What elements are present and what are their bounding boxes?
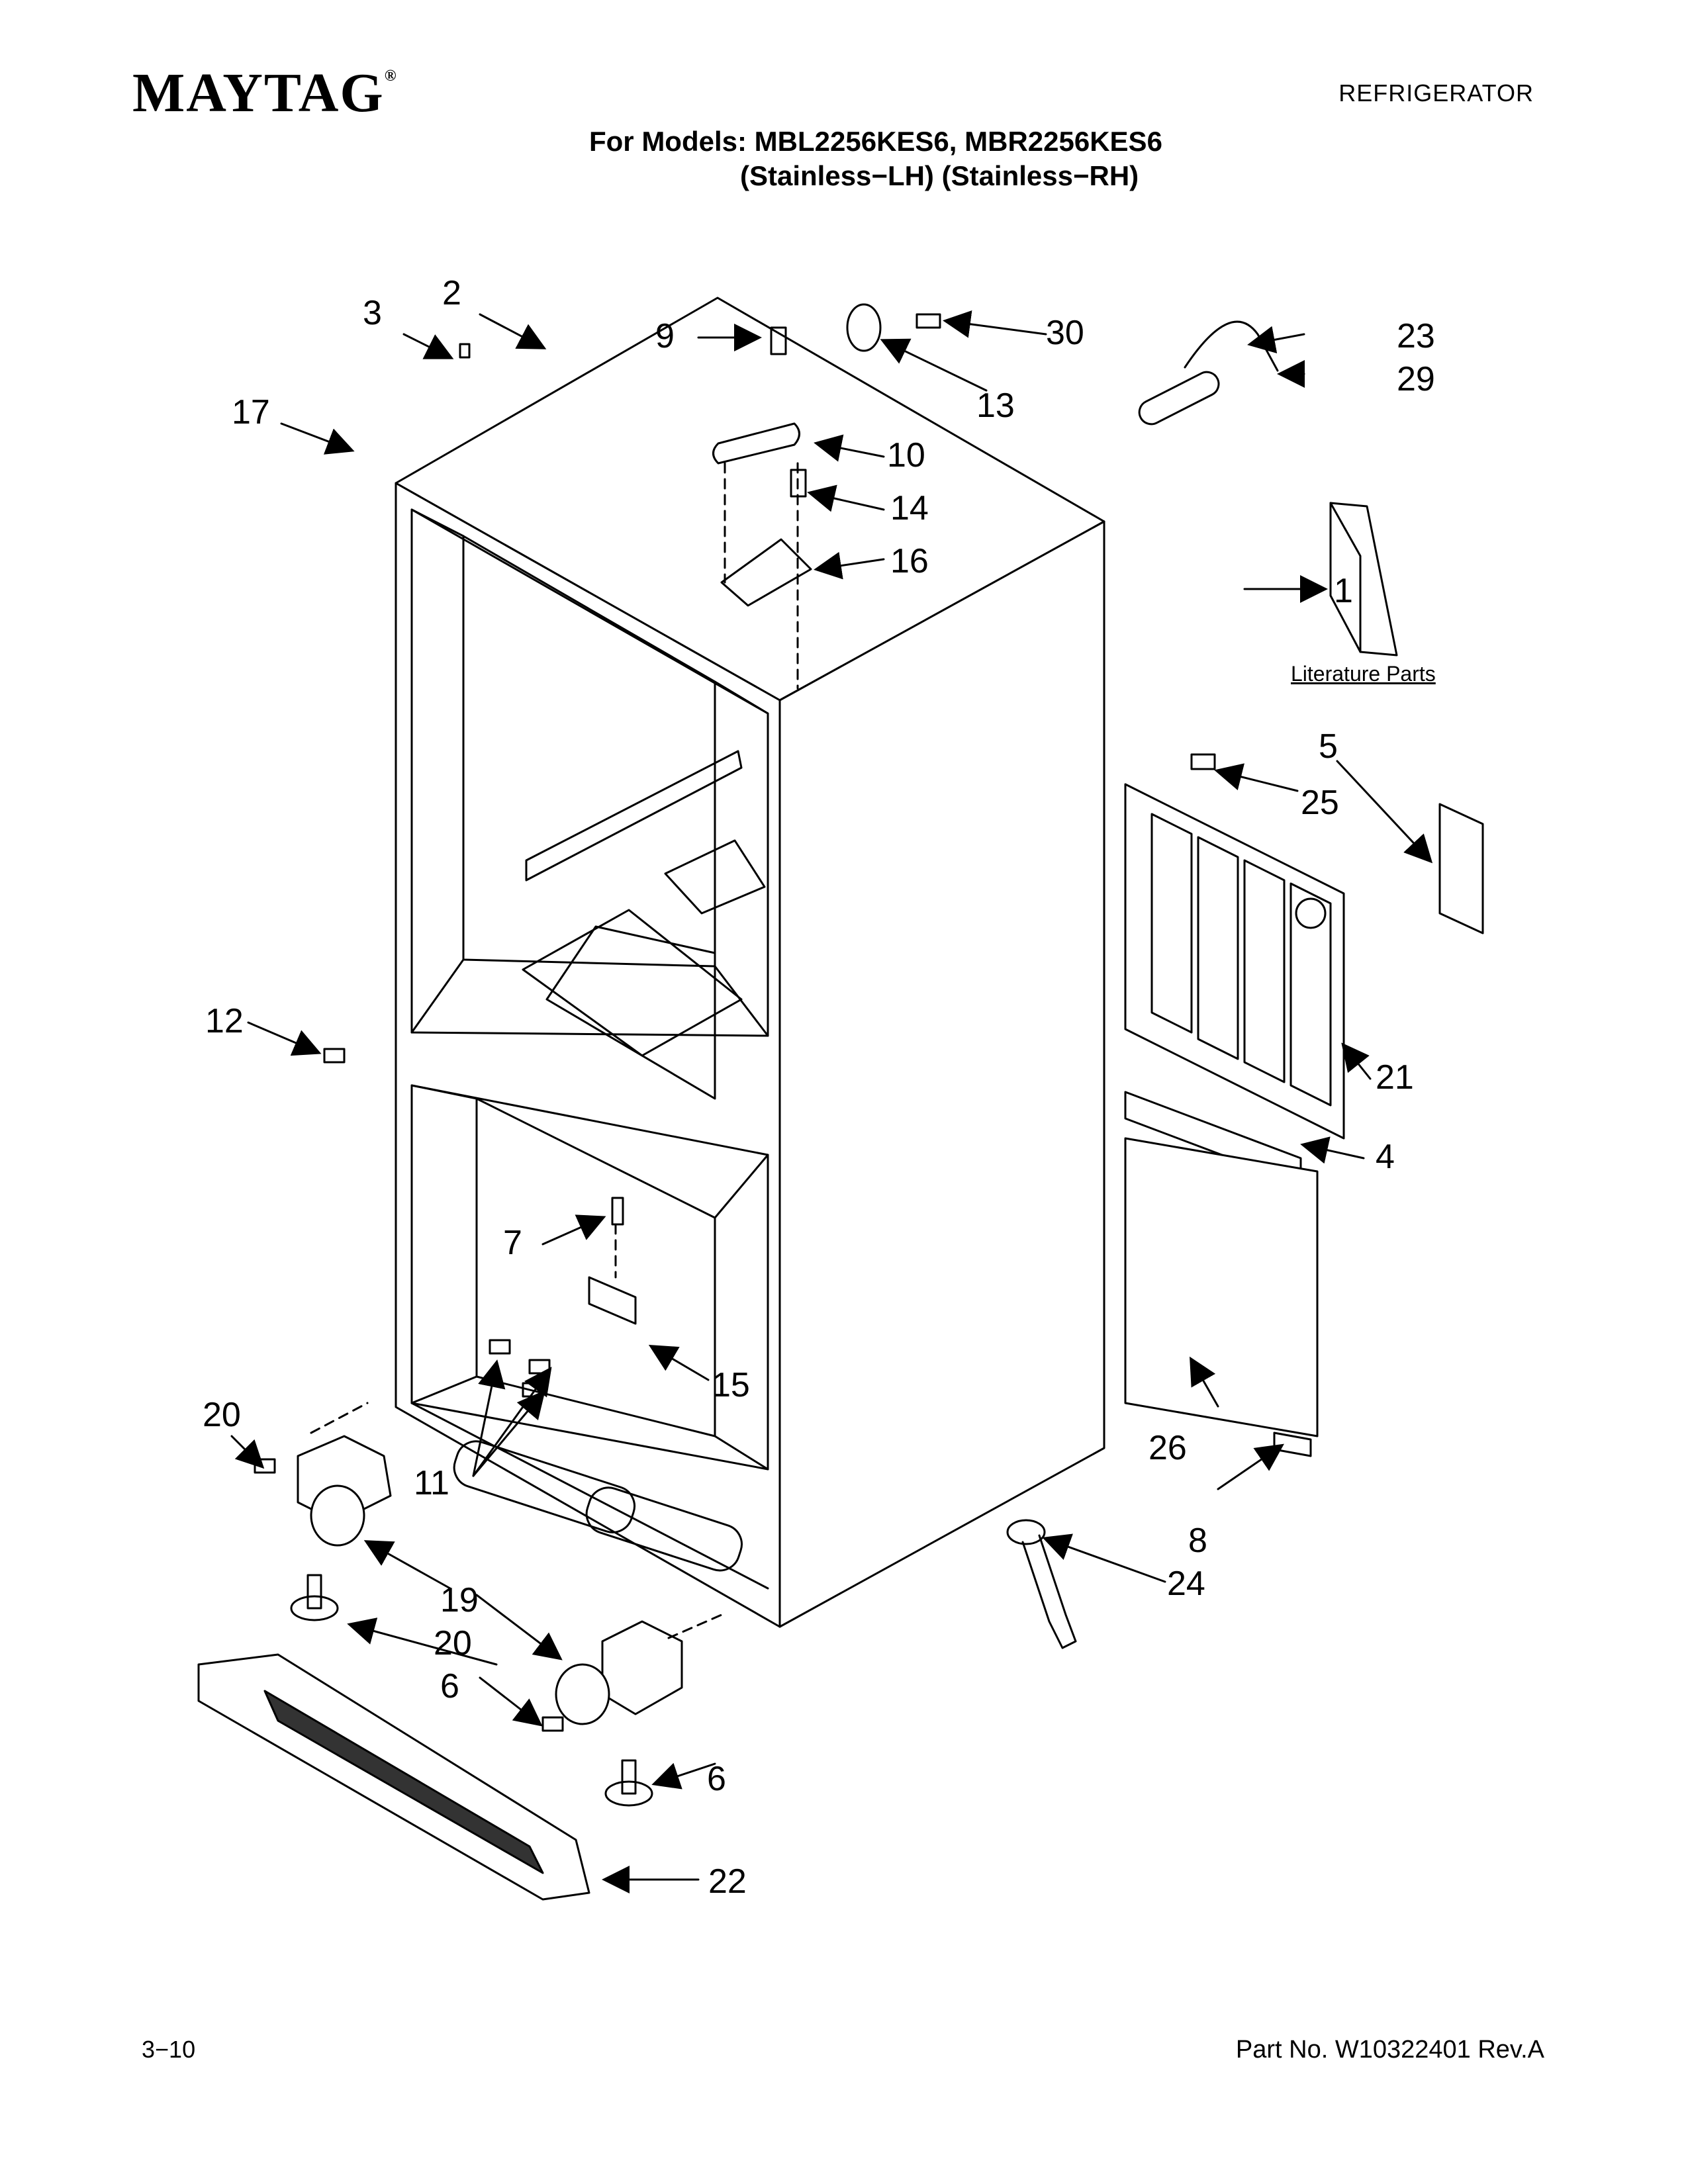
callout-7: 7	[503, 1224, 522, 1262]
models-line-2: (Stainless−LH) (Stainless−RH)	[740, 160, 1139, 191]
callout-10: 10	[887, 436, 925, 475]
callout-17: 17	[232, 393, 270, 432]
callout-20b: 20	[434, 1624, 472, 1662]
callout-20a: 20	[203, 1396, 241, 1434]
callout-14: 14	[890, 489, 929, 527]
part-13-grommet	[846, 303, 882, 352]
callout-19: 19	[440, 1581, 479, 1619]
part-small-screws	[254, 753, 1216, 1732]
callout-25: 25	[1301, 784, 1339, 822]
callout-13: 13	[976, 387, 1015, 425]
part-22-toe-grille	[197, 1653, 590, 1901]
callout-labels: 1 2 3 4 5 6 6 7 8 9 10 11 12 13 14 15 16…	[203, 274, 1435, 1901]
callout-4: 4	[1376, 1138, 1395, 1176]
part-hinge-bracket	[720, 462, 812, 690]
page-number: 3−10	[142, 2036, 196, 2063]
product-category: REFRIGERATOR	[1338, 79, 1534, 107]
callout-1: 1	[1334, 572, 1353, 610]
callout-22: 22	[708, 1862, 747, 1901]
callout-16: 16	[890, 542, 929, 580]
models-line-1: For Models: MBL2256KES6, MBR2256KES6	[589, 126, 1162, 157]
callout-6a: 6	[440, 1667, 459, 1706]
model-list: For Models: MBL2256KES6, MBR2256KES6 (St…	[589, 124, 1162, 193]
part-19-roller-right	[555, 1620, 683, 1725]
callout-8: 8	[1188, 1522, 1207, 1560]
callout-29: 29	[1397, 360, 1435, 398]
part-21-grille-panel	[1124, 783, 1345, 1140]
callout-3: 3	[363, 294, 382, 332]
callout-5: 5	[1319, 727, 1338, 766]
callout-26: 26	[1149, 1429, 1187, 1467]
part-5-clip	[1438, 803, 1484, 934]
callout-9: 9	[655, 317, 675, 355]
part-screws-top	[459, 313, 941, 498]
callout-12: 12	[205, 1002, 244, 1040]
part-26-panel	[1124, 1137, 1319, 1437]
part-23-tube	[1138, 320, 1279, 426]
literature-parts-label: Literature Parts	[1291, 662, 1436, 686]
callout-6b: 6	[707, 1760, 726, 1798]
callout-21: 21	[1376, 1058, 1414, 1097]
part-1-literature	[1329, 502, 1398, 657]
callout-2: 2	[442, 274, 461, 312]
callout-23: 23	[1397, 317, 1435, 355]
leader-lines	[230, 310, 1433, 1893]
part-top-hinge-cover	[712, 422, 800, 465]
part-6-leveling-legs	[290, 1574, 653, 1807]
part-24-handle	[1006, 1519, 1077, 1649]
part-number: Part No. W10322401 Rev.A	[1235, 2036, 1544, 2064]
part-8-clip	[1273, 1432, 1312, 1457]
callout-15: 15	[712, 1366, 750, 1404]
callout-11: 11	[414, 1464, 449, 1502]
brand-logo: MAYTAG®	[132, 62, 398, 124]
callout-24: 24	[1167, 1565, 1205, 1603]
callout-30: 30	[1046, 314, 1084, 352]
part-19-roller-left	[297, 1435, 392, 1547]
cabinet	[395, 296, 1105, 1628]
